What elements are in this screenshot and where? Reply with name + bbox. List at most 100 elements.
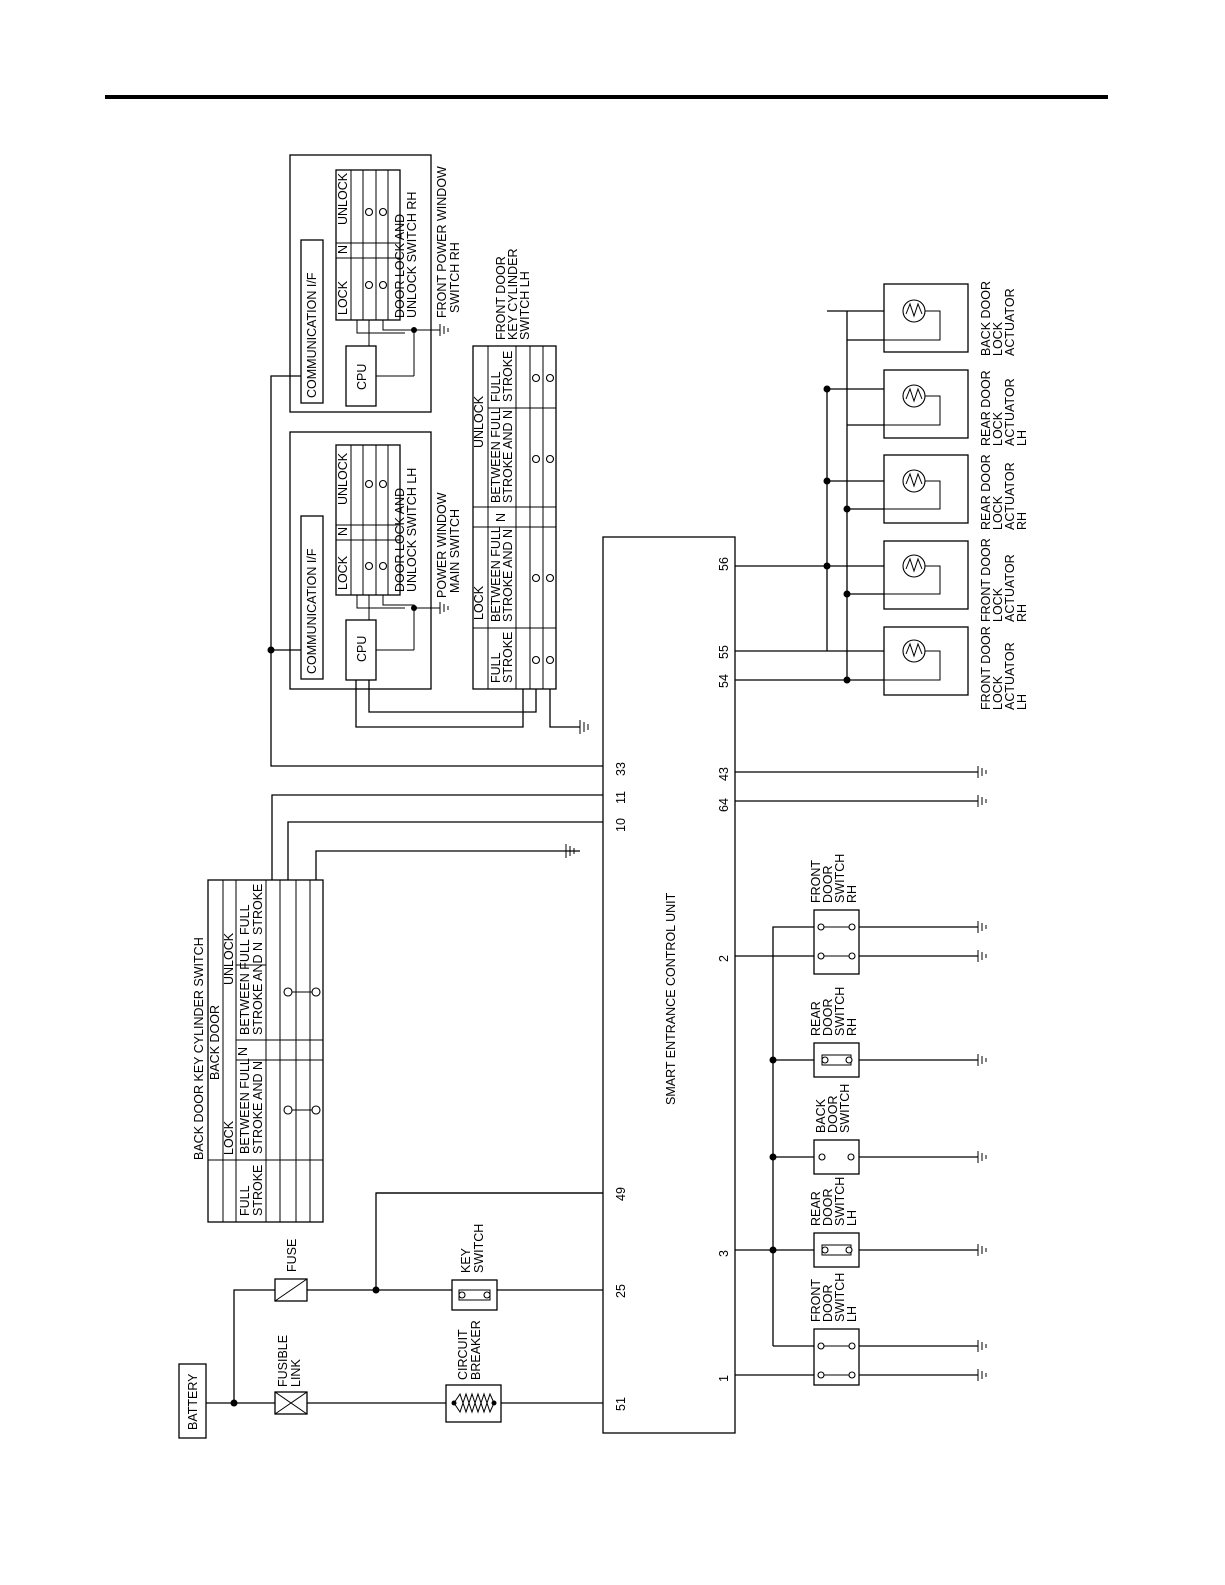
actuator-rear-rh [883, 454, 969, 524]
pw-main-n: N [336, 527, 350, 536]
actuator-rear-lh [883, 369, 969, 439]
fkcs-bt2b: STROKE AND N [501, 410, 515, 503]
dsw2-l1: REAR [809, 1191, 823, 1226]
fkcs-lock: LOCK [472, 585, 486, 620]
act4-l1: REAR DOOR [979, 370, 993, 446]
act5-l3: ACTUATOR [1003, 288, 1017, 356]
back-door-kcs-fs1a: FULL [238, 1185, 252, 1216]
terminal-2: 2 [717, 955, 731, 962]
act1-l1: FRONT DOOR [979, 626, 993, 710]
actuator-back-door [883, 283, 969, 353]
back-door-kcs-title: BACK DOOR KEY CYLINDER SWITCH [192, 937, 206, 1160]
back-door-kcs-bt1a: BETWEEN FULL [238, 1058, 252, 1154]
actuator-front-rh [883, 540, 969, 610]
dsw3-l3: SWITCH [838, 1084, 852, 1133]
pw-main-comm: COMMUNICATION I/F [305, 548, 319, 674]
dsw4-l1: REAR [809, 1001, 823, 1036]
dsw4-l2: DOOR [821, 999, 835, 1037]
back-door-kcs-lock: LOCK [222, 1120, 236, 1155]
terminal-25: 25 [614, 1284, 628, 1298]
back-door-kcs-fs2b: STROKE [251, 884, 265, 935]
door-switch-labels: FRONT DOOR SWITCH LH REAR DOOR SWITCH LH… [809, 854, 859, 1322]
dsw2-l2: DOOR [821, 1189, 835, 1227]
battery-label: BATTERY [186, 1373, 200, 1430]
front-door-key-cylinder-switch-lh: LOCK UNLOCK N FULL STROKE BETWEEN FULL S… [472, 249, 557, 690]
act4-l4: LH [1015, 430, 1029, 446]
dsw1-l4: LH [845, 1306, 859, 1322]
terminal-labels-right: 1 3 2 64 43 54 55 56 [717, 557, 731, 1382]
fkcs-unlock: UNLOCK [472, 395, 486, 448]
control-unit-label: SMART ENTRANCE CONTROL UNIT [664, 892, 678, 1105]
back-door-kcs-bt2a: BETWEEN FULL [238, 939, 252, 1035]
fkcs-bt1a: BETWEEN FULL [489, 526, 503, 622]
terminal-labels-left: 51 25 49 10 11 33 [614, 762, 628, 1411]
dsw4-l3: SWITCH [833, 987, 847, 1036]
fkcs-name-1: FRONT DOOR [494, 256, 508, 340]
act3-l1: REAR DOOR [979, 454, 993, 530]
act1-l2: LOCK [991, 675, 1005, 710]
fkcs-bt2a: BETWEEN FULL [489, 407, 503, 503]
battery-box [178, 1363, 207, 1439]
back-door-kcs-bt2b: STROKE AND N [251, 942, 265, 1035]
dsw3-l1: BACK [814, 1098, 828, 1133]
door-switch-rear-lh [813, 1232, 987, 1268]
pw-rh-comm: COMMUNICATION I/F [305, 272, 319, 398]
dsw1-l1: FRONT [809, 1279, 823, 1322]
header-rule [105, 95, 1108, 99]
actuator-labels: FRONT DOOR LOCK ACTUATOR LH FRONT DOOR L… [979, 281, 1029, 710]
terminal-51: 51 [614, 1397, 628, 1411]
pw-rh-lock: LOCK [336, 280, 350, 315]
door-switch-front-lh [813, 1328, 987, 1386]
fusible-link-label-2: LINK [289, 1359, 303, 1387]
back-door-kcs-unlock: UNLOCK [222, 932, 236, 985]
power-window-main-switch: COMMUNICATION I/F CPU LOCK N UNLOCK DOOR… [289, 431, 462, 690]
fkcs-name-3: SWITCH LH [518, 271, 532, 340]
terminal-54: 54 [717, 674, 731, 688]
dsw5-l1: FRONT [809, 860, 823, 903]
dsw2-l4: LH [845, 1210, 859, 1226]
act2-l4: RH [1015, 604, 1029, 622]
terminal-11: 11 [614, 791, 628, 804]
pw-main-lock: LOCK [336, 555, 350, 590]
act5-l2: LOCK [991, 321, 1005, 356]
circuit-breaker-label-2: BREAKER [469, 1320, 483, 1380]
act3-l2: LOCK [991, 495, 1005, 530]
act1-l4: LH [1015, 694, 1029, 710]
fusible-link-label-1: FUSIBLE [276, 1335, 290, 1387]
key-switch-label-2: SWITCH [472, 1224, 486, 1273]
key-switch-label-1: KEY [459, 1247, 473, 1273]
fkcs-fs2a: FULL [489, 371, 503, 402]
pw-main-switch-name-2: UNLOCK SWITCH LH [405, 468, 419, 592]
dsw1-l3: SWITCH [833, 1273, 847, 1322]
fkcs-fs1b: STROKE [501, 632, 515, 683]
fuse-label: FUSE [285, 1239, 299, 1272]
pw-main-name-1: POWER WINDOW [435, 492, 449, 598]
terminal-64: 64 [717, 798, 731, 812]
pw-rh-switch-name-1: DOOR LOCK AND [393, 214, 407, 318]
dsw2-l3: SWITCH [833, 1177, 847, 1226]
front-power-window-switch-rh: COMMUNICATION I/F CPU LOCK N UNLOCK DOOR… [289, 154, 462, 413]
fkcs-fs1a: FULL [489, 652, 503, 683]
pw-rh-n: N [336, 245, 350, 254]
fkcs-name-2: KEY CYLINDER [506, 249, 520, 340]
back-door-kcs-n: N [236, 1047, 250, 1056]
act1-l3: ACTUATOR [1003, 642, 1017, 710]
pw-rh-name-2: SWITCH RH [448, 242, 462, 313]
dsw5-l3: SWITCH [833, 854, 847, 903]
act2-l2: LOCK [991, 587, 1005, 622]
pw-rh-unlock: UNLOCK [336, 172, 350, 225]
act5-l1: BACK DOOR [979, 281, 993, 356]
pw-main-switch-name-1: DOOR LOCK AND [393, 488, 407, 592]
dsw1-l2: DOOR [821, 1285, 835, 1323]
terminal-10: 10 [614, 818, 628, 832]
pw-rh-cpu: CPU [355, 364, 369, 390]
terminal-49: 49 [614, 1187, 628, 1201]
back-door-kcs-group: BACK DOOR [208, 1005, 222, 1080]
door-switch-rear-rh [813, 1042, 987, 1078]
dsw5-l4: RH [845, 885, 859, 903]
pw-main-cpu: CPU [355, 636, 369, 662]
dsw3-l2: DOOR [826, 1096, 840, 1134]
terminal-55: 55 [717, 645, 731, 659]
